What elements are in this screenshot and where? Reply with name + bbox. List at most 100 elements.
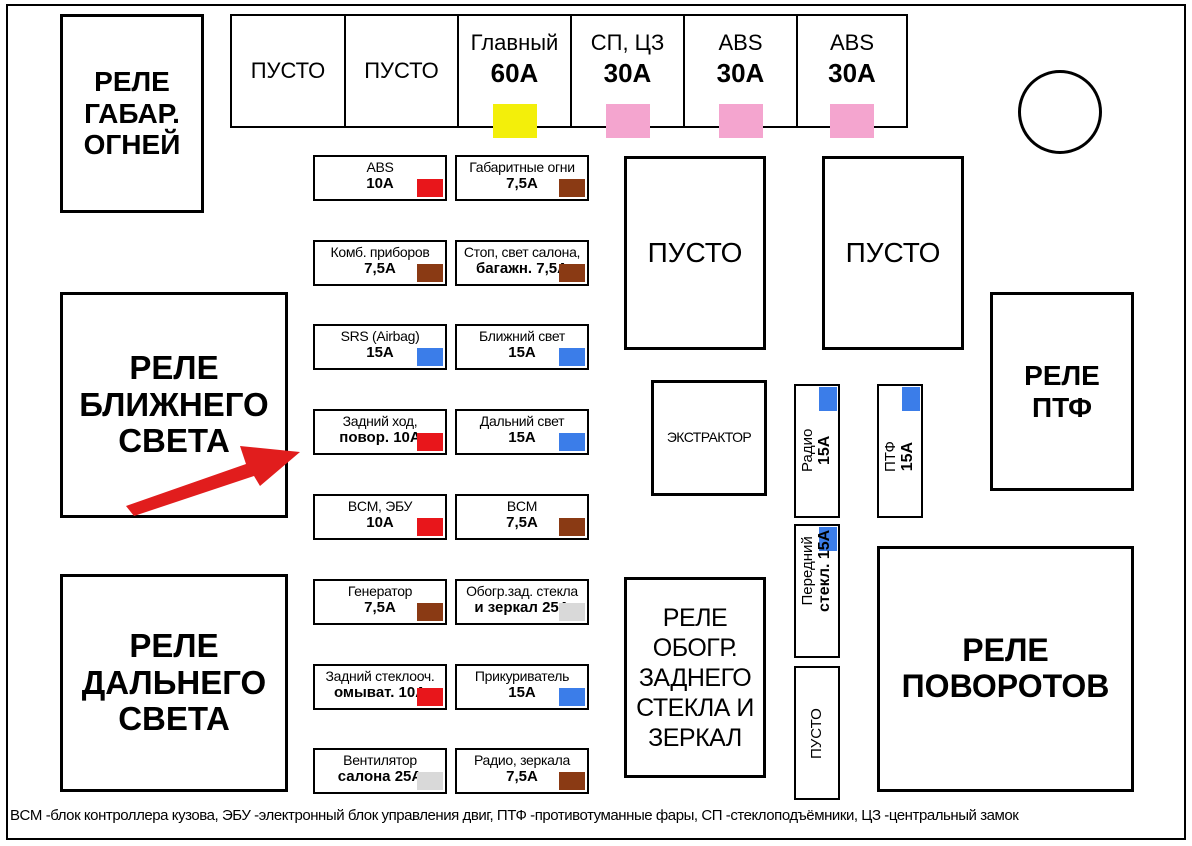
vfuse-text: Радио 15А [799,429,833,472]
top-fuse-label: СП, ЦЗ [590,30,665,55]
top-fuse-amp: 30А [603,58,652,88]
fuse-name: Стоп, свет салона, [463,244,581,260]
fuse-name: ABS [366,159,394,175]
fuse-color-chip [819,387,837,411]
fuse-name: Прикуриватель [474,668,570,684]
fuse-srs-airbag: SRS (Airbag) 15А [313,324,447,370]
fuse-rear-wiper: Задний стеклооч. омыват. 10А [313,664,447,710]
relay-label: РЕЛЕ БЛИЖНЕГО СВЕТА [79,348,269,460]
fuse-amp: салона 25А [337,768,423,785]
fuse-name: Задний ход, [342,413,418,429]
top-fuse-label: ABS [829,30,875,55]
fuse-bcm: BCM 7,5А [455,494,589,540]
relay-empty-1: ПУСТО [624,156,766,350]
fuse-color-chip [819,527,837,551]
relay-high-beam: РЕЛЕ ДАЛЬНЕГО СВЕТА [60,574,288,792]
fuse-radio-mirrors: Радио, зеркала 7,5А [455,748,589,794]
relay-label: РЕЛЕ ГАБАР. ОГНЕЙ [83,66,181,161]
fuse-reverse-turn: Задний ход, повор. 10А [313,409,447,455]
fuse-name: Радио [799,428,816,472]
fuse-cabin-fan: Вентилятор салона 25А [313,748,447,794]
relay-rear-defroster: РЕЛЕ ОБОГР. ЗАДНЕГО СТЕКЛА И ЗЕРКАЛ [624,577,766,778]
top-fuse-amp: 60А [490,58,539,88]
relay-label: ПУСТО [647,237,743,269]
fuse-color-chip [417,264,443,282]
fuse-amp: и зеркал 25А [474,599,570,616]
fuse-amp: 15А [366,344,394,361]
fuse-high-beam: Дальний свет 15А [455,409,589,455]
fuse-amp: 7,5А [506,514,538,531]
relay-fog-lights: РЕЛЕ ПТФ [990,292,1134,491]
fuse-name: Габаритные огни [469,159,575,175]
top-fuse-abs-2: ABS 30А [796,14,908,138]
fuse-amp: 10А [366,175,394,192]
relay-label: РЕЛЕ ПОВОРОТОВ [901,632,1110,704]
fuse-name: ПУСТО [808,708,825,759]
top-fuse-label: ПУСТО [250,58,326,83]
fuse-amp: 10А [366,514,394,531]
vfuse-fog-lights: ПТФ 15А [877,384,923,518]
fuse-color-chip [559,433,585,451]
fuse-color-chip [417,179,443,197]
fuse-instrument-cluster: Комб. приборов 7,5А [313,240,447,286]
fuse-parking-lights: Габаритные огни 7,5А [455,155,589,201]
footnote-legend: BCM -блок контроллера кузова, ЭБУ -элект… [10,807,1019,824]
top-fuse-main: Главный 60А [457,14,570,138]
fuse-name: Радио, зеркала [473,752,571,768]
top-fuse-label: ПУСТО [364,58,439,83]
fuse-color-chip [417,688,443,706]
fuse-name: BCM [506,498,538,514]
fuse-cigarette-lighter: Прикуриватель 15А [455,664,589,710]
fuse-amp: 15А [508,684,536,701]
fuse-amp: 7,5А [364,599,396,616]
fuse-amp: 15А [816,435,833,466]
fuse-color-chip [718,104,763,138]
fuse-color-chip [559,179,585,197]
top-fuse-amp: 30А [716,58,765,88]
fuse-name: Обогр.зад. стекла [466,583,578,599]
relay-low-beam: РЕЛЕ БЛИЖНЕГО СВЕТА [60,292,288,518]
fuse-name: Задний стеклооч. [325,668,435,684]
fuse-name: Вентилятор [343,752,417,768]
fuse-amp: 15А [508,344,536,361]
mounting-hole [1018,70,1102,154]
fuse-amp: стекл. 15А [816,529,833,612]
fuse-color-chip [559,264,585,282]
fuse-box-frame [6,4,1186,840]
relay-label: РЕЛЕ ПТФ [1024,360,1100,423]
fuse-color-chip [417,772,443,790]
fuse-color-chip [559,348,585,366]
top-fuse-abs-1: ABS 30А [683,14,796,138]
vfuse-front-window: Передний стекл. 15А [794,524,840,658]
fuse-name: Комб. приборов [330,244,430,260]
fuse-color-chip [417,518,443,536]
fuse-name: BCM, ЭБУ [347,498,413,514]
fuse-color-chip [559,688,585,706]
fuse-amp: 7,5А [364,260,396,277]
relay-empty-2: ПУСТО [822,156,964,350]
fuse-color-chip [559,772,585,790]
relay-label: РЕЛЕ ОБОГР. ЗАДНЕГО СТЕКЛА И ЗЕРКАЛ [636,603,754,752]
vfuse-text: ПУСТО [808,708,825,759]
fuse-color-chip [902,387,920,411]
fuse-color-chip [417,433,443,451]
top-fuse-empty-2: ПУСТО [344,14,457,128]
fuse-name: Генератор [347,583,413,599]
fuse-amp: 7,5А [506,175,538,192]
relay-turn-signals: РЕЛЕ ПОВОРОТОВ [877,546,1134,792]
fuse-name: SRS (Airbag) [340,328,420,344]
fuse-name: ПТФ [882,441,899,472]
fuse-amp: 15А [899,441,916,472]
fuse-color-chip [492,104,537,138]
fuse-color-chip [559,518,585,536]
fuse-bcm-ecu: BCM, ЭБУ 10А [313,494,447,540]
fuse-color-chip [559,603,585,621]
fuse-rear-defroster: Обогр.зад. стекла и зеркал 25А [455,579,589,625]
fuse-color-chip [417,348,443,366]
fuse-name: Ближний свет [478,328,566,344]
top-fuse-amp: 30А [828,58,876,88]
fuse-amp: багажн. 7,5А [476,260,568,277]
relay-parking-lights: РЕЛЕ ГАБАР. ОГНЕЙ [60,14,204,213]
vfuse-radio: Радио 15А [794,384,840,518]
